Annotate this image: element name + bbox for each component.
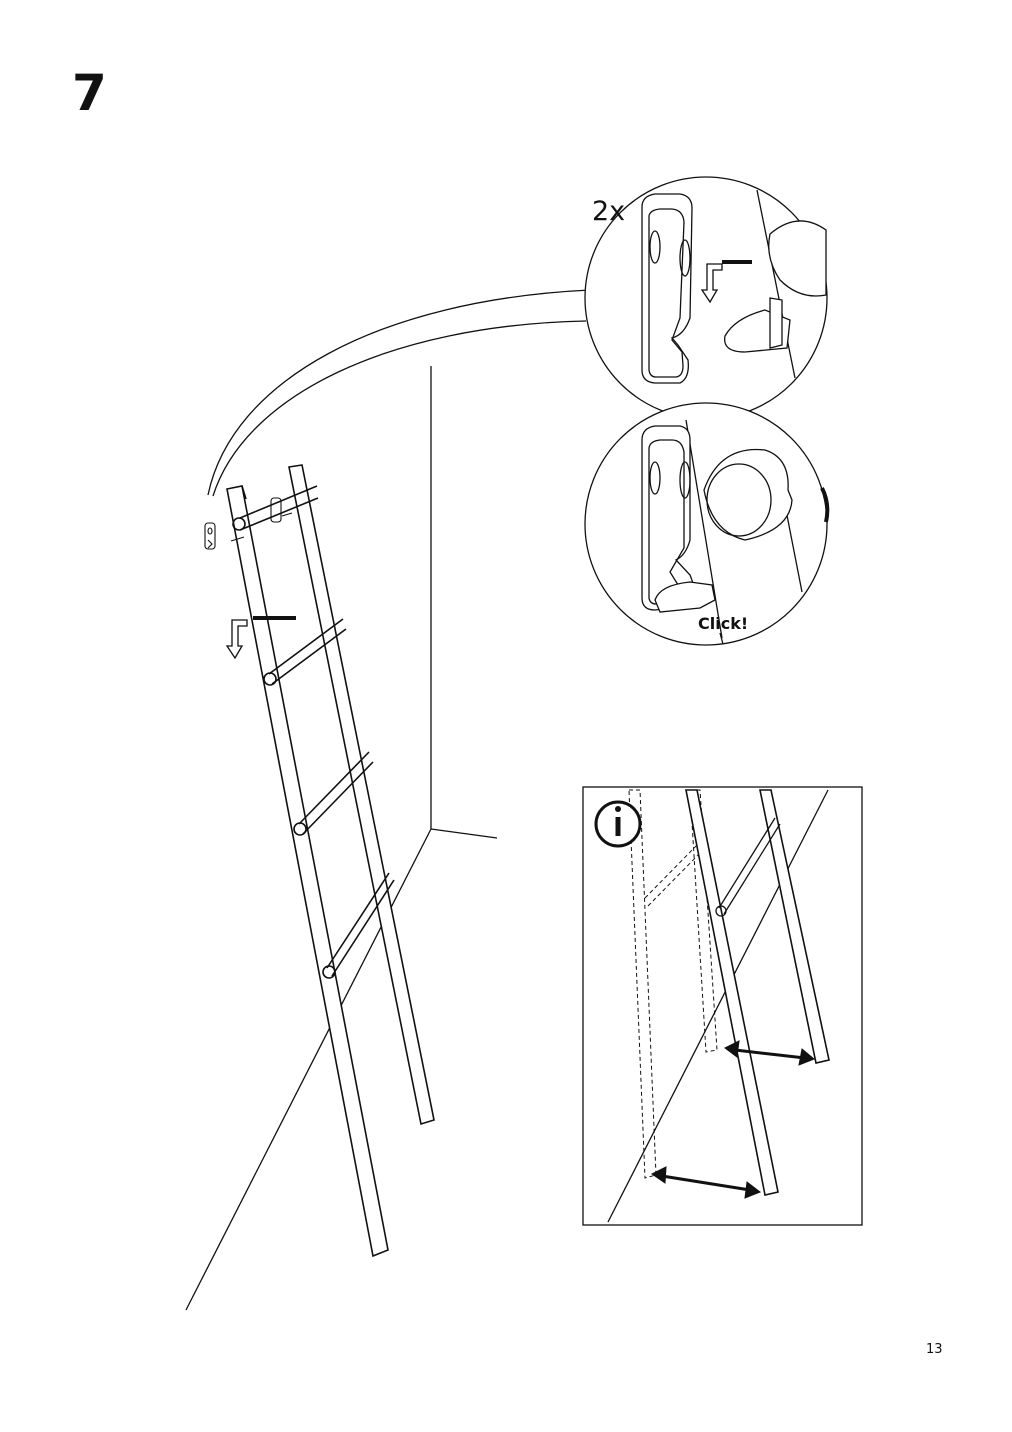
click-sound-label: Click!	[698, 614, 748, 633]
callout-line	[207, 289, 591, 497]
step-number: 7	[72, 64, 107, 122]
quantity-label: 2x	[592, 196, 625, 227]
detail-circle-hook-position	[584, 176, 828, 420]
distance-arrow-icon	[651, 1040, 815, 1199]
slide-down-arrow-icon	[225, 616, 296, 660]
wall-hook-icon	[204, 497, 293, 550]
ladder	[226, 464, 435, 1258]
ladder-rung	[322, 872, 395, 979]
ladder-rung	[293, 751, 374, 836]
ladder-rung	[263, 618, 347, 686]
detail-circle-hook-engaged	[584, 402, 830, 646]
info-icon	[594, 800, 642, 848]
page-number: 13	[926, 1342, 943, 1357]
ladder-rung	[232, 485, 319, 531]
info-panel	[582, 786, 863, 1226]
